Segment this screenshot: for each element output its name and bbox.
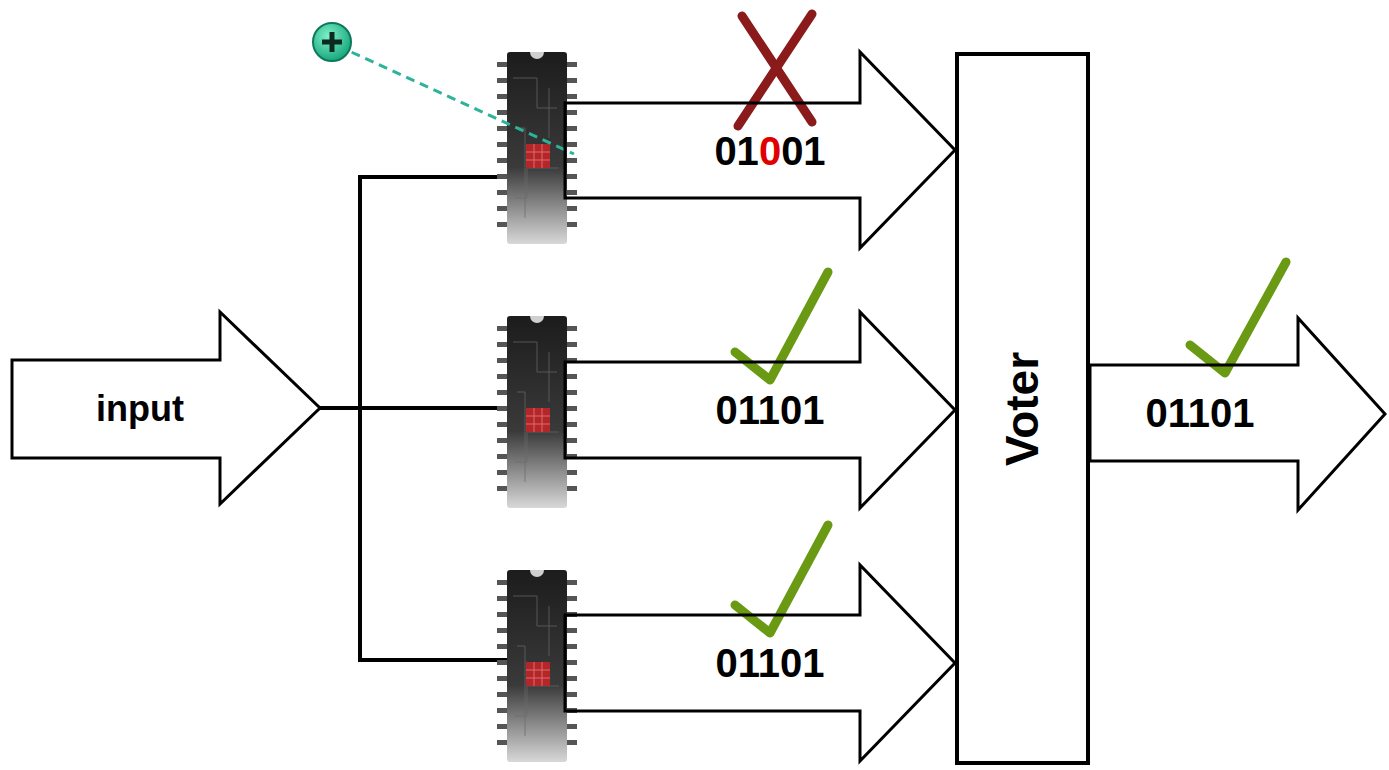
block-arrow-outline	[565, 565, 955, 761]
bit-string: input	[96, 391, 184, 427]
voter-label: Voter	[999, 351, 1045, 465]
block-arrow-outline	[12, 312, 320, 504]
data-arrow: input	[12, 312, 320, 504]
voter-box: Voter	[955, 52, 1090, 765]
data-arrow: 01101	[565, 312, 955, 508]
bit-string: 01101	[1145, 393, 1254, 433]
data-arrow: 01101	[1090, 318, 1385, 510]
bit-string: 01101	[715, 390, 824, 430]
block-arrow-outline	[1090, 318, 1385, 510]
flipped-bit: 0	[759, 129, 781, 173]
data-arrow: 01101	[565, 565, 955, 761]
block-arrow-outline	[565, 52, 955, 248]
bit-string: 01101	[715, 643, 824, 683]
bit-run: 01	[781, 129, 826, 173]
bit-run: 01	[714, 129, 759, 173]
bit-string: 01001	[714, 131, 825, 171]
block-arrow-outline	[565, 312, 955, 508]
data-arrow: 01001	[565, 52, 955, 248]
